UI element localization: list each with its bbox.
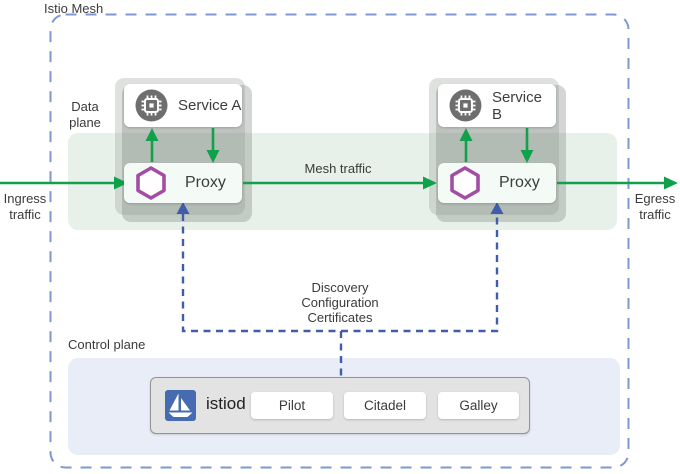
mesh-traffic-label: Mesh traffic <box>304 161 372 176</box>
egress-traffic-label: Egress traffic <box>634 191 676 222</box>
istiod-node: istiod Pilot Citadel Galley <box>150 377 530 434</box>
proxy-a-label: Proxy <box>185 174 226 191</box>
istio-sailboat-icon <box>165 390 196 421</box>
istiod-label: istiod <box>206 394 246 413</box>
chip-icon <box>449 89 482 122</box>
proxy-b-label: Proxy <box>499 174 540 191</box>
proxy-a-node: Proxy <box>124 163 242 203</box>
chip-icon <box>135 89 168 122</box>
component-citadel: Citadel <box>344 392 426 419</box>
ingress-traffic-label: Ingress traffic <box>3 191 47 222</box>
service-a-label: Service A <box>178 97 242 114</box>
proxy-b-node: Proxy <box>438 163 556 203</box>
egress-arrowhead <box>664 176 678 190</box>
component-galley: Galley <box>438 392 519 419</box>
control-plane-label: Control plane <box>68 337 146 352</box>
service-b-label: Service B <box>491 88 542 123</box>
hexagon-icon <box>450 166 480 200</box>
data-plane-label: Data plane <box>69 99 101 130</box>
discovery-configuration-certificates-label: Discovery Configuration Certificates <box>301 280 379 325</box>
hexagon-icon <box>136 166 166 200</box>
service-a-node: Service A <box>124 84 242 127</box>
service-b-node: Service B <box>438 84 556 127</box>
component-pilot: Pilot <box>251 392 333 419</box>
istio-mesh-title: Istio Mesh <box>44 1 104 16</box>
